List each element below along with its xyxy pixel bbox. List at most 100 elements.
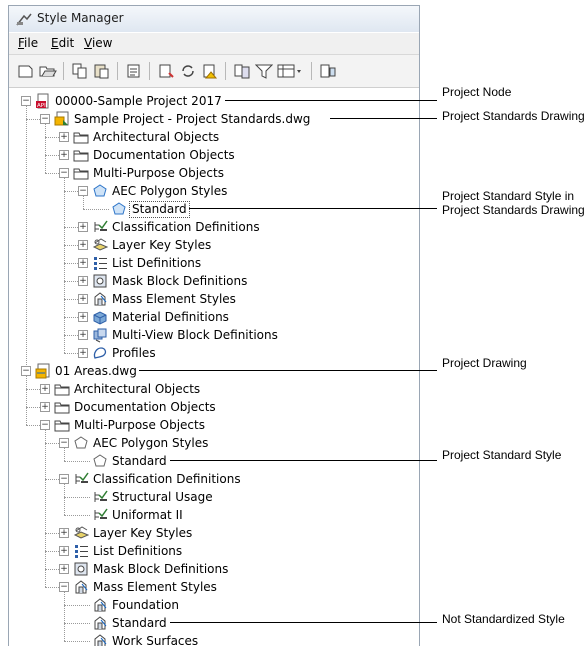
callout-label: Project Drawing	[442, 356, 527, 370]
callout-leader-line	[329, 118, 437, 119]
tree-node-label: AEC Polygon Styles	[93, 436, 209, 450]
tree-node-label: Foundation	[112, 598, 179, 612]
tree-node-label: Mass Element Styles	[93, 580, 217, 594]
mask-block-icon	[93, 274, 107, 288]
expand-toggle[interactable]: +	[59, 132, 69, 142]
tree-connector	[26, 425, 40, 426]
expand-toggle[interactable]: +	[59, 564, 69, 574]
material-icon	[93, 311, 107, 325]
tree-node-label: Multi-Purpose Objects	[74, 418, 205, 432]
tree-connector	[64, 177, 65, 353]
tree-node-label: Multi-Purpose Objects	[93, 166, 224, 180]
classification-icon	[94, 490, 108, 502]
tree-node-label: Structural Usage	[112, 490, 213, 504]
open-drawing-icon[interactable]	[39, 63, 57, 79]
tree-connector	[64, 623, 90, 624]
expand-toggle[interactable]: +	[78, 312, 88, 322]
tree-connector	[64, 263, 78, 264]
expand-toggle[interactable]: +	[78, 258, 88, 268]
purge-icon[interactable]	[157, 63, 175, 79]
classification-icon	[94, 220, 108, 232]
folder-icon	[73, 132, 89, 144]
polygon-style-icon	[74, 436, 88, 449]
callout-label: Project Node	[442, 85, 512, 99]
tree-node-label: Documentation Objects	[74, 400, 216, 414]
folder-icon	[54, 402, 70, 414]
list-icon	[75, 545, 88, 558]
menu-file[interactable]: File	[18, 36, 39, 50]
tree-connector	[26, 375, 27, 425]
tree-node-label: Material Definitions	[112, 310, 229, 324]
expand-toggle[interactable]: +	[40, 402, 50, 412]
tree-node-label: Mask Block Definitions	[93, 562, 229, 576]
view-options-icon[interactable]	[277, 63, 305, 79]
mass-element-icon	[94, 634, 107, 646]
tree-connector	[83, 209, 109, 210]
project-icon: API	[36, 93, 49, 109]
expand-toggle[interactable]: +	[78, 276, 88, 286]
expand-toggle[interactable]: +	[78, 240, 88, 250]
tree-node-label: Layer Key Styles	[112, 238, 212, 252]
filter-icon[interactable]	[255, 63, 273, 79]
edit-style-icon[interactable]	[125, 63, 143, 79]
paste-icon[interactable]	[93, 63, 111, 79]
expand-toggle[interactable]: +	[59, 150, 69, 160]
callout-label: Project Standard Style in Project Standa…	[442, 189, 585, 217]
polygon-style-icon	[93, 454, 107, 467]
expand-toggle[interactable]: +	[78, 222, 88, 232]
tree-connector	[64, 497, 90, 498]
tree-node-label: Layer Key Styles	[93, 526, 193, 540]
new-drawing-icon[interactable]	[17, 63, 35, 79]
expand-toggle[interactable]: +	[59, 528, 69, 538]
tree-connector	[26, 105, 27, 367]
tree-node-label: Standard	[112, 454, 167, 468]
folder-icon	[73, 150, 89, 162]
toolbar-separator	[225, 62, 226, 80]
tree-node-label: AEC Polygon Styles	[112, 184, 228, 198]
tree-node-label: 00000-Sample Project 2017	[55, 94, 222, 108]
copy-icon[interactable]	[71, 63, 89, 79]
tree-connector	[64, 335, 78, 336]
standards-icon[interactable]	[201, 63, 219, 79]
tree-connector	[64, 191, 78, 192]
expand-toggle[interactable]: +	[40, 384, 50, 394]
layer-key-icon	[92, 238, 108, 251]
tree-connector	[64, 227, 78, 228]
classification-icon	[94, 508, 108, 520]
menu-view[interactable]: View	[84, 36, 113, 50]
polygon-style-icon	[112, 202, 126, 215]
drawing-icon	[35, 363, 50, 379]
expand-toggle[interactable]: +	[78, 294, 88, 304]
tree-node-label: Sample Project - Project Standards.dwg	[74, 112, 311, 126]
layer-key-icon	[73, 526, 89, 539]
tree-node-label: Uniformat II	[112, 508, 183, 522]
tree-connector	[45, 551, 59, 552]
toolbar-separator	[117, 62, 118, 80]
expand-toggle[interactable]: +	[59, 546, 69, 556]
tree-node-label: Architectural Objects	[93, 130, 220, 144]
tree-connector	[45, 479, 59, 480]
toggle-view-icon[interactable]	[319, 63, 337, 79]
tree-node-label: Classification Definitions	[93, 472, 241, 486]
window-title: Style Manager	[37, 11, 124, 25]
tree-connector	[45, 533, 59, 534]
tree-connector	[64, 641, 90, 642]
tree-connector	[64, 515, 90, 516]
tree-connector	[26, 119, 40, 120]
drawing-info-icon[interactable]	[233, 63, 251, 79]
tree-connector	[45, 173, 59, 174]
mass-element-icon	[94, 598, 107, 612]
expand-toggle[interactable]: +	[78, 330, 88, 340]
synchronize-icon[interactable]	[179, 63, 197, 79]
expand-toggle[interactable]: +	[78, 348, 88, 358]
style-manager-app-icon	[16, 13, 32, 26]
svg-text:API: API	[37, 103, 46, 109]
list-icon	[94, 257, 107, 270]
callout-label: Project Standard Style	[442, 448, 562, 462]
tree-node-label: 01 Areas.dwg	[55, 364, 137, 378]
menu-edit[interactable]: Edit	[51, 36, 75, 50]
tree-node-label: Standard	[129, 201, 190, 218]
tree-connector	[64, 299, 78, 300]
polygon-style-icon	[93, 184, 107, 197]
